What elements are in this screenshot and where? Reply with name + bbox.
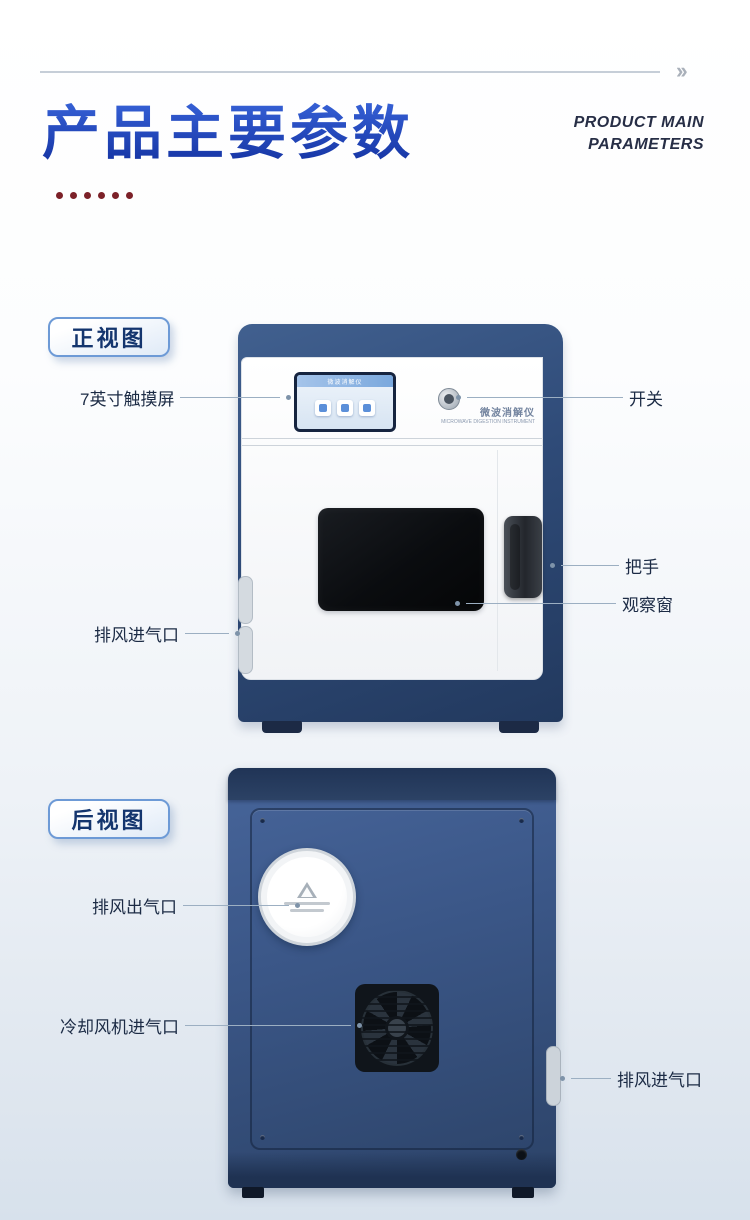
page-title: 产品主要参数 [42,86,414,170]
device-foot [512,1187,534,1198]
brand-text: 微波消解仪 MICROWAVE DIGESTION INSTRUMENT [441,404,535,425]
rear-view-label: 后视图 [48,799,170,839]
exhaust-outlet-port [258,848,356,946]
subtitle-line1: PRODUCT MAIN [573,114,704,131]
top-divider [40,71,660,73]
callout-handle: 把手 [550,553,659,577]
power-inlet [516,1149,527,1160]
subtitle-line2: PARAMETERS [588,135,704,153]
device-front-panel: 微波消解仪 微波消解仪 MICROWAVE DIGESTION INSTRUME… [238,357,543,680]
callout-front-air-inlet: 排风进气口 [94,621,240,645]
rear-view-device [228,768,561,1198]
page-subtitle-en: PRODUCT MAIN PARAMETERS [574,112,704,155]
callout-touchscreen: 7英寸触摸屏 [80,385,292,409]
callout-label: 排风进气口 [617,1070,702,1090]
screen-icon [337,400,353,416]
warning-text-line [284,902,330,905]
screw [260,818,265,823]
callout-label: 排风进气口 [94,625,179,645]
touchscreen: 微波消解仪 [294,372,396,432]
callout-line [180,396,281,398]
touchscreen-app-icons [297,387,393,429]
warning-icon [297,882,317,898]
screen-icon [359,400,375,416]
cooling-fan [355,984,439,1072]
callout-dot [456,394,461,400]
title-dots-decoration [56,192,133,199]
observation-window [318,508,484,611]
callout-line [183,904,289,906]
callout-dot [295,902,300,908]
callout-window: 观察窗 [455,591,673,615]
callout-dot [286,394,292,400]
callout-label: 冷却风机进气口 [60,1017,179,1037]
callout-line [466,602,616,604]
callout-label: 开关 [629,389,663,409]
callout-line [467,396,623,398]
front-view-device: 微波消解仪 微波消解仪 MICROWAVE DIGESTION INSTRUME… [238,324,563,733]
fan-grille [355,984,439,1072]
screen-icon [315,400,331,416]
device-base [228,1152,556,1188]
warning-text-line [290,909,324,912]
rear-access-panel [250,808,534,1150]
callout-line [185,1024,351,1026]
callout-label: 观察窗 [622,595,673,615]
callout-label: 把手 [625,557,659,577]
screw [519,1135,524,1140]
rear-view-label-text: 后视图 [71,808,147,833]
callout-fan-inlet: 冷却风机进气口 [60,1013,362,1037]
side-air-vent [238,576,253,624]
chevrons-right-icon: ›› [676,58,688,83]
callout-dot [357,1022,362,1028]
brand-text-cn: 微波消解仪 [480,408,535,419]
door-seam [497,450,498,671]
device-foot [242,1187,264,1198]
device-foot [262,721,302,733]
callout-dot [455,600,460,606]
callout-label: 7英寸触摸屏 [80,389,175,409]
screw [260,1135,265,1140]
side-air-vent [546,1046,561,1106]
callout-switch: 开关 [456,385,663,409]
touchscreen-display: 微波消解仪 [297,375,393,429]
callout-line [571,1077,611,1079]
panel-divider [242,438,542,446]
device-roof [228,768,556,800]
callout-air-outlet: 排风出气口 [92,893,300,917]
callout-line [561,564,619,566]
door-handle [504,516,542,598]
front-view-label: 正视图 [48,317,170,357]
callout-dot [560,1075,565,1081]
screw [519,818,524,823]
callout-line [185,632,229,634]
device-rear-body [228,768,556,1188]
touchscreen-titlebar: 微波消解仪 [297,375,393,387]
brand-text-en: MICROWAVE DIGESTION INSTRUMENT [441,419,535,425]
callout-dot [550,562,555,568]
front-view-label-text: 正视图 [71,326,147,351]
callout-rear-air-inlet: 排风进气口 [560,1066,702,1090]
device-foot [499,721,539,733]
callout-label: 排风出气口 [92,897,177,917]
side-air-vent [238,626,253,674]
callout-dot [235,630,240,636]
